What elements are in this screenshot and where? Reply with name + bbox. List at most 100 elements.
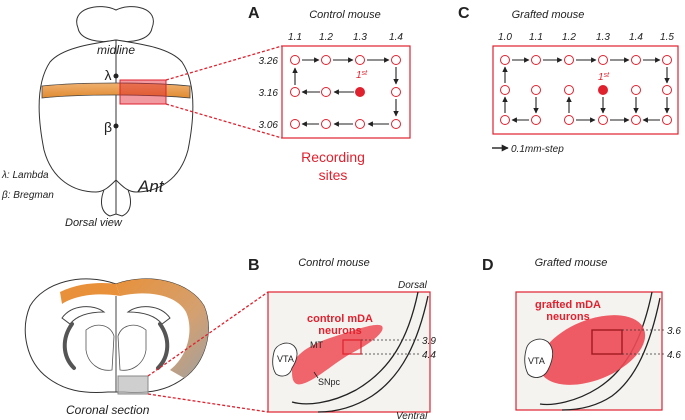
coronal-connector-top — [147, 291, 269, 377]
panel-a-first-label: 1st — [356, 70, 368, 82]
connector-top — [165, 45, 283, 81]
panel-a-y-ticks: 3.26 3.16 3.06 — [259, 56, 279, 131]
recording-site — [355, 55, 365, 65]
recording-site — [564, 115, 574, 125]
panel-b-ventral-label: Ventral — [396, 411, 428, 420]
bregma-symbol: β — [104, 119, 112, 135]
coronal-cortex — [116, 278, 209, 378]
recording-site — [391, 55, 401, 65]
panel-c-x-tick: 1.5 — [660, 32, 674, 43]
panel-b-recording-box — [342, 339, 362, 355]
panel-a-x-tick: 1.4 — [389, 32, 403, 43]
olfactory-bulbs — [76, 6, 154, 42]
panel-a-y-tick: 3.26 — [259, 56, 279, 67]
panel-c-x-tick: 1.4 — [629, 32, 643, 43]
midline-label: midline — [97, 43, 135, 57]
panel-b-vta-label: VTA — [277, 354, 294, 364]
panel-b-dorsal-label: Dorsal — [398, 280, 428, 291]
panel-a: A Control mouse 1.1 1.2 1.3 1.4 3.26 3.16 3.0… — [248, 5, 411, 183]
panel-d-neurons-line1: grafted mDA — [535, 299, 601, 311]
panel-d-depth-top: 3.6 — [667, 326, 681, 337]
recording-site — [500, 115, 510, 125]
panel-b-neurons-line1: control mDA — [307, 313, 373, 325]
panel-d-tract-2 — [561, 297, 661, 411]
panel-d-neurons-line2: neurons — [546, 311, 589, 323]
panel-a-grid — [290, 55, 401, 129]
panel-d: D Grafted mouse 3.6 4.6 grafted mDA neur… — [482, 257, 681, 411]
recording-site — [500, 55, 510, 65]
ant-label: Ant — [137, 177, 165, 196]
panel-a-x-tick: 1.3 — [353, 32, 367, 43]
ventricle-right — [156, 322, 170, 370]
recording-site — [290, 119, 300, 129]
dorsal-view-label: Dorsal view — [65, 217, 123, 229]
dorsal-view: midline λ β Ant λ: Lambda β: Bregman Dor… — [1, 6, 194, 229]
recording-site — [531, 55, 541, 65]
panel-a-x-tick: 1.1 — [288, 32, 302, 43]
panel-c-first-label: 1st — [598, 72, 610, 84]
recording-area-highlight — [119, 79, 167, 105]
coronal-cortex-top — [60, 282, 120, 304]
thalamus-right — [117, 324, 147, 371]
recording-site — [631, 55, 641, 65]
coronal-label: Coronal section — [66, 403, 150, 417]
panel-c-x-tick: 1.2 — [562, 32, 576, 43]
panel-a-y-tick: 3.16 — [259, 88, 279, 99]
recording-site — [355, 119, 365, 129]
panel-b-letter: B — [248, 257, 260, 274]
recording-site — [531, 85, 541, 95]
panel-a-caption-line1: Recording — [301, 149, 365, 165]
recording-site — [391, 87, 401, 97]
panel-d-depth-bottom: 4.6 — [667, 350, 681, 361]
coronal-region-highlight — [117, 375, 149, 395]
panel-d-vta-label: VTA — [528, 356, 545, 366]
first-recording-site — [598, 85, 608, 95]
coronal-section: Coronal section — [24, 278, 209, 417]
recording-site — [531, 115, 541, 125]
hippocampus-right — [126, 306, 171, 325]
panel-c-grid-frame — [492, 45, 679, 135]
thalamus-left — [85, 324, 115, 371]
recording-site — [662, 115, 672, 125]
panel-b-title: Control mouse — [298, 257, 370, 269]
vta-outline-d — [524, 338, 554, 378]
lambda-point — [113, 73, 119, 79]
panel-a-y-tick: 3.06 — [259, 120, 279, 131]
panel-a-caption-line2: sites — [319, 167, 348, 183]
ventricle-left — [62, 322, 76, 370]
coronal-connector-bottom — [147, 393, 269, 413]
lambda-legend: λ: Lambda — [1, 170, 49, 181]
panel-a-x-tick: 1.2 — [319, 32, 333, 43]
panel-c-x-tick: 1.1 — [529, 32, 543, 43]
panel-c-letter: C — [458, 5, 470, 22]
recording-site — [321, 55, 331, 65]
lambda-symbol: λ — [105, 67, 112, 83]
panel-b-depth-bottom: 4.4 — [422, 350, 436, 361]
panel-c-title: Grafted mouse — [512, 9, 585, 21]
recording-site — [598, 115, 608, 125]
panel-a-letter: A — [248, 5, 260, 22]
panel-d-tract-1 — [539, 291, 653, 406]
bregma-point — [113, 123, 119, 129]
panel-c-x-tick: 1.3 — [596, 32, 610, 43]
recording-site — [321, 87, 331, 97]
panel-b-mt-label: MT — [310, 340, 323, 350]
recording-site — [662, 55, 672, 65]
recording-site — [662, 85, 672, 95]
first-recording-site — [355, 87, 365, 97]
recording-site — [321, 119, 331, 129]
recording-site — [631, 85, 641, 95]
recording-site — [290, 87, 300, 97]
snpc-pointer — [313, 371, 319, 379]
hippocampus-left — [61, 306, 106, 325]
panel-a-title: Control mouse — [309, 9, 381, 21]
panel-b-tract-1 — [291, 291, 419, 405]
recording-site — [290, 55, 300, 65]
panel-d-letter: D — [482, 257, 494, 274]
recording-site — [631, 115, 641, 125]
panel-d-title: Grafted mouse — [535, 257, 608, 269]
